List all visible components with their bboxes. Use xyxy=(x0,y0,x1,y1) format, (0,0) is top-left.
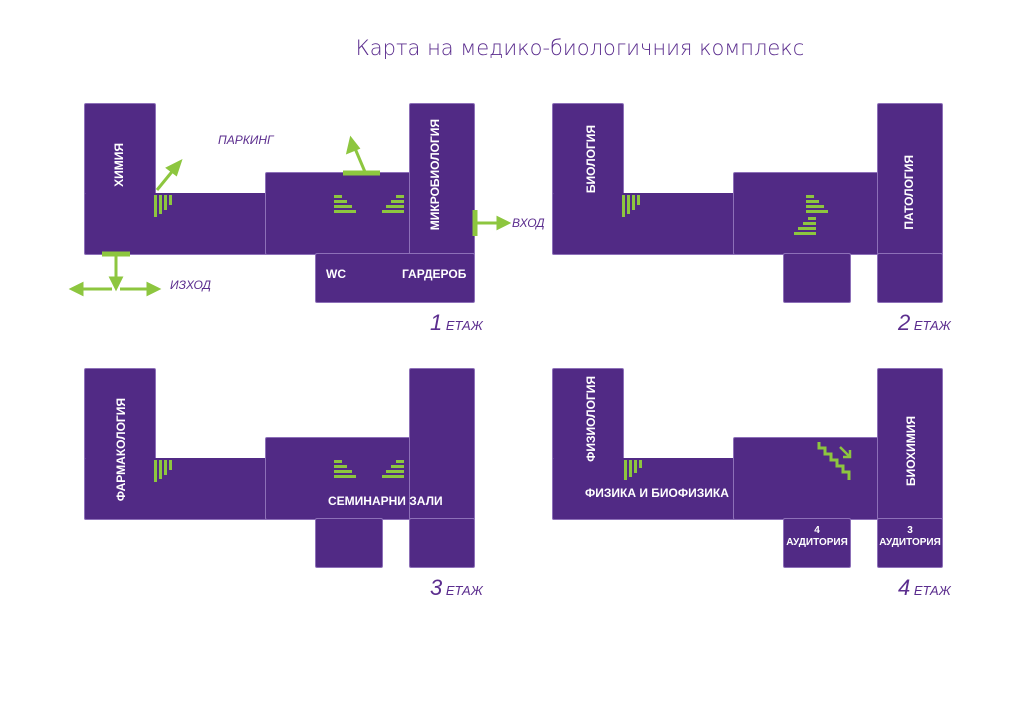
stairs-down-icon xyxy=(817,442,852,480)
room-label: ФИЗИОЛОГИЯ xyxy=(584,376,598,462)
floor-4-plan: ФИЗИОЛОГИЯ БИОХИМИЯ ФИЗИКА И БИОФИЗИКА 4… xyxy=(552,368,944,570)
room-label: ГАРДЕРОБ xyxy=(402,267,467,281)
parking-label: ПАРКИНГ xyxy=(218,133,274,147)
room-label: СЕМИНАРНИ ЗАЛИ xyxy=(328,494,443,508)
floor-3-plan: ФАРМАКОЛОГИЯ СЕМИНАРНИ ЗАЛИ xyxy=(84,368,476,570)
room-label: БИОЛОГИЯ xyxy=(584,125,598,194)
room-label: ФИЗИКА И БИОФИЗИКА xyxy=(585,486,729,500)
bottom-room[interactable] xyxy=(409,518,475,568)
floor-label: 1 ЕТАЖ xyxy=(430,310,483,335)
room-label: ПАТОЛОГИЯ xyxy=(902,155,916,230)
right-wing[interactable] xyxy=(877,103,943,255)
entrance-arrows xyxy=(68,135,512,297)
corridor xyxy=(84,193,269,255)
corridor xyxy=(84,458,269,520)
floor-label: 3 ЕТАЖ xyxy=(430,575,483,600)
auditorium-4[interactable] xyxy=(783,518,851,568)
right-wing[interactable] xyxy=(409,368,475,520)
auditorium-3[interactable] xyxy=(877,518,943,568)
room-label: ФАРМАКОЛОГИЯ xyxy=(114,398,128,502)
entrance-label: ВХОД xyxy=(512,216,545,230)
corridor xyxy=(552,193,737,255)
right-wing[interactable] xyxy=(409,103,475,255)
floor-label: 4 ЕТАЖ xyxy=(898,575,951,600)
wc-cloak-room[interactable] xyxy=(315,253,475,303)
room-label: БИОХИМИЯ xyxy=(904,416,918,487)
room-label: WC xyxy=(326,267,346,281)
corridor xyxy=(552,458,737,520)
right-wing[interactable] xyxy=(877,368,943,520)
floor-label: 2 ЕТАЖ xyxy=(898,310,951,335)
floor-1-plan: ХИМИЯ МИКРОБИОЛОГИЯ WC ГАРДЕРОБ xyxy=(84,103,476,305)
page-title: Карта на медико-биологичния комплекс xyxy=(355,36,805,60)
exit-label: ИЗХОД xyxy=(170,278,211,292)
floor-2-plan: БИОЛОГИЯ ПАТОЛОГИЯ xyxy=(552,103,944,305)
bottom-room[interactable] xyxy=(783,253,851,303)
bottom-room[interactable] xyxy=(877,253,943,303)
bottom-room[interactable] xyxy=(315,518,383,568)
